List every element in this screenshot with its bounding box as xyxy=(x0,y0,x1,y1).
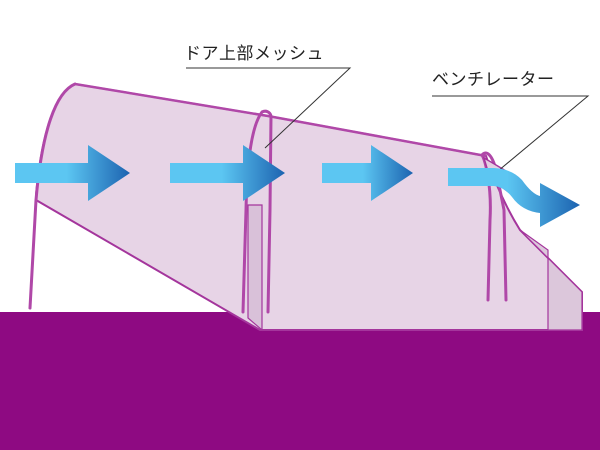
front-pole xyxy=(28,82,77,310)
airflow-arrow-exit xyxy=(448,168,580,227)
airflow-arrow-1 xyxy=(15,145,130,201)
callout-leaders xyxy=(186,67,590,177)
door-mesh-label: ドア上部メッシュ xyxy=(184,44,324,64)
door-mesh-leader xyxy=(186,67,352,149)
tent-body xyxy=(35,82,583,331)
tent-back-wall xyxy=(519,229,583,331)
tent xyxy=(35,82,583,332)
airflow-arrow-3 xyxy=(322,145,413,201)
tent-door-panel xyxy=(247,204,263,332)
ground xyxy=(0,312,600,450)
tent-ridge xyxy=(74,82,487,158)
ventilator-leader xyxy=(432,95,590,177)
airflow-arrows xyxy=(15,145,580,227)
ventilator-label: ベンチレーター xyxy=(432,70,555,90)
airflow-arrow-2 xyxy=(170,145,285,201)
